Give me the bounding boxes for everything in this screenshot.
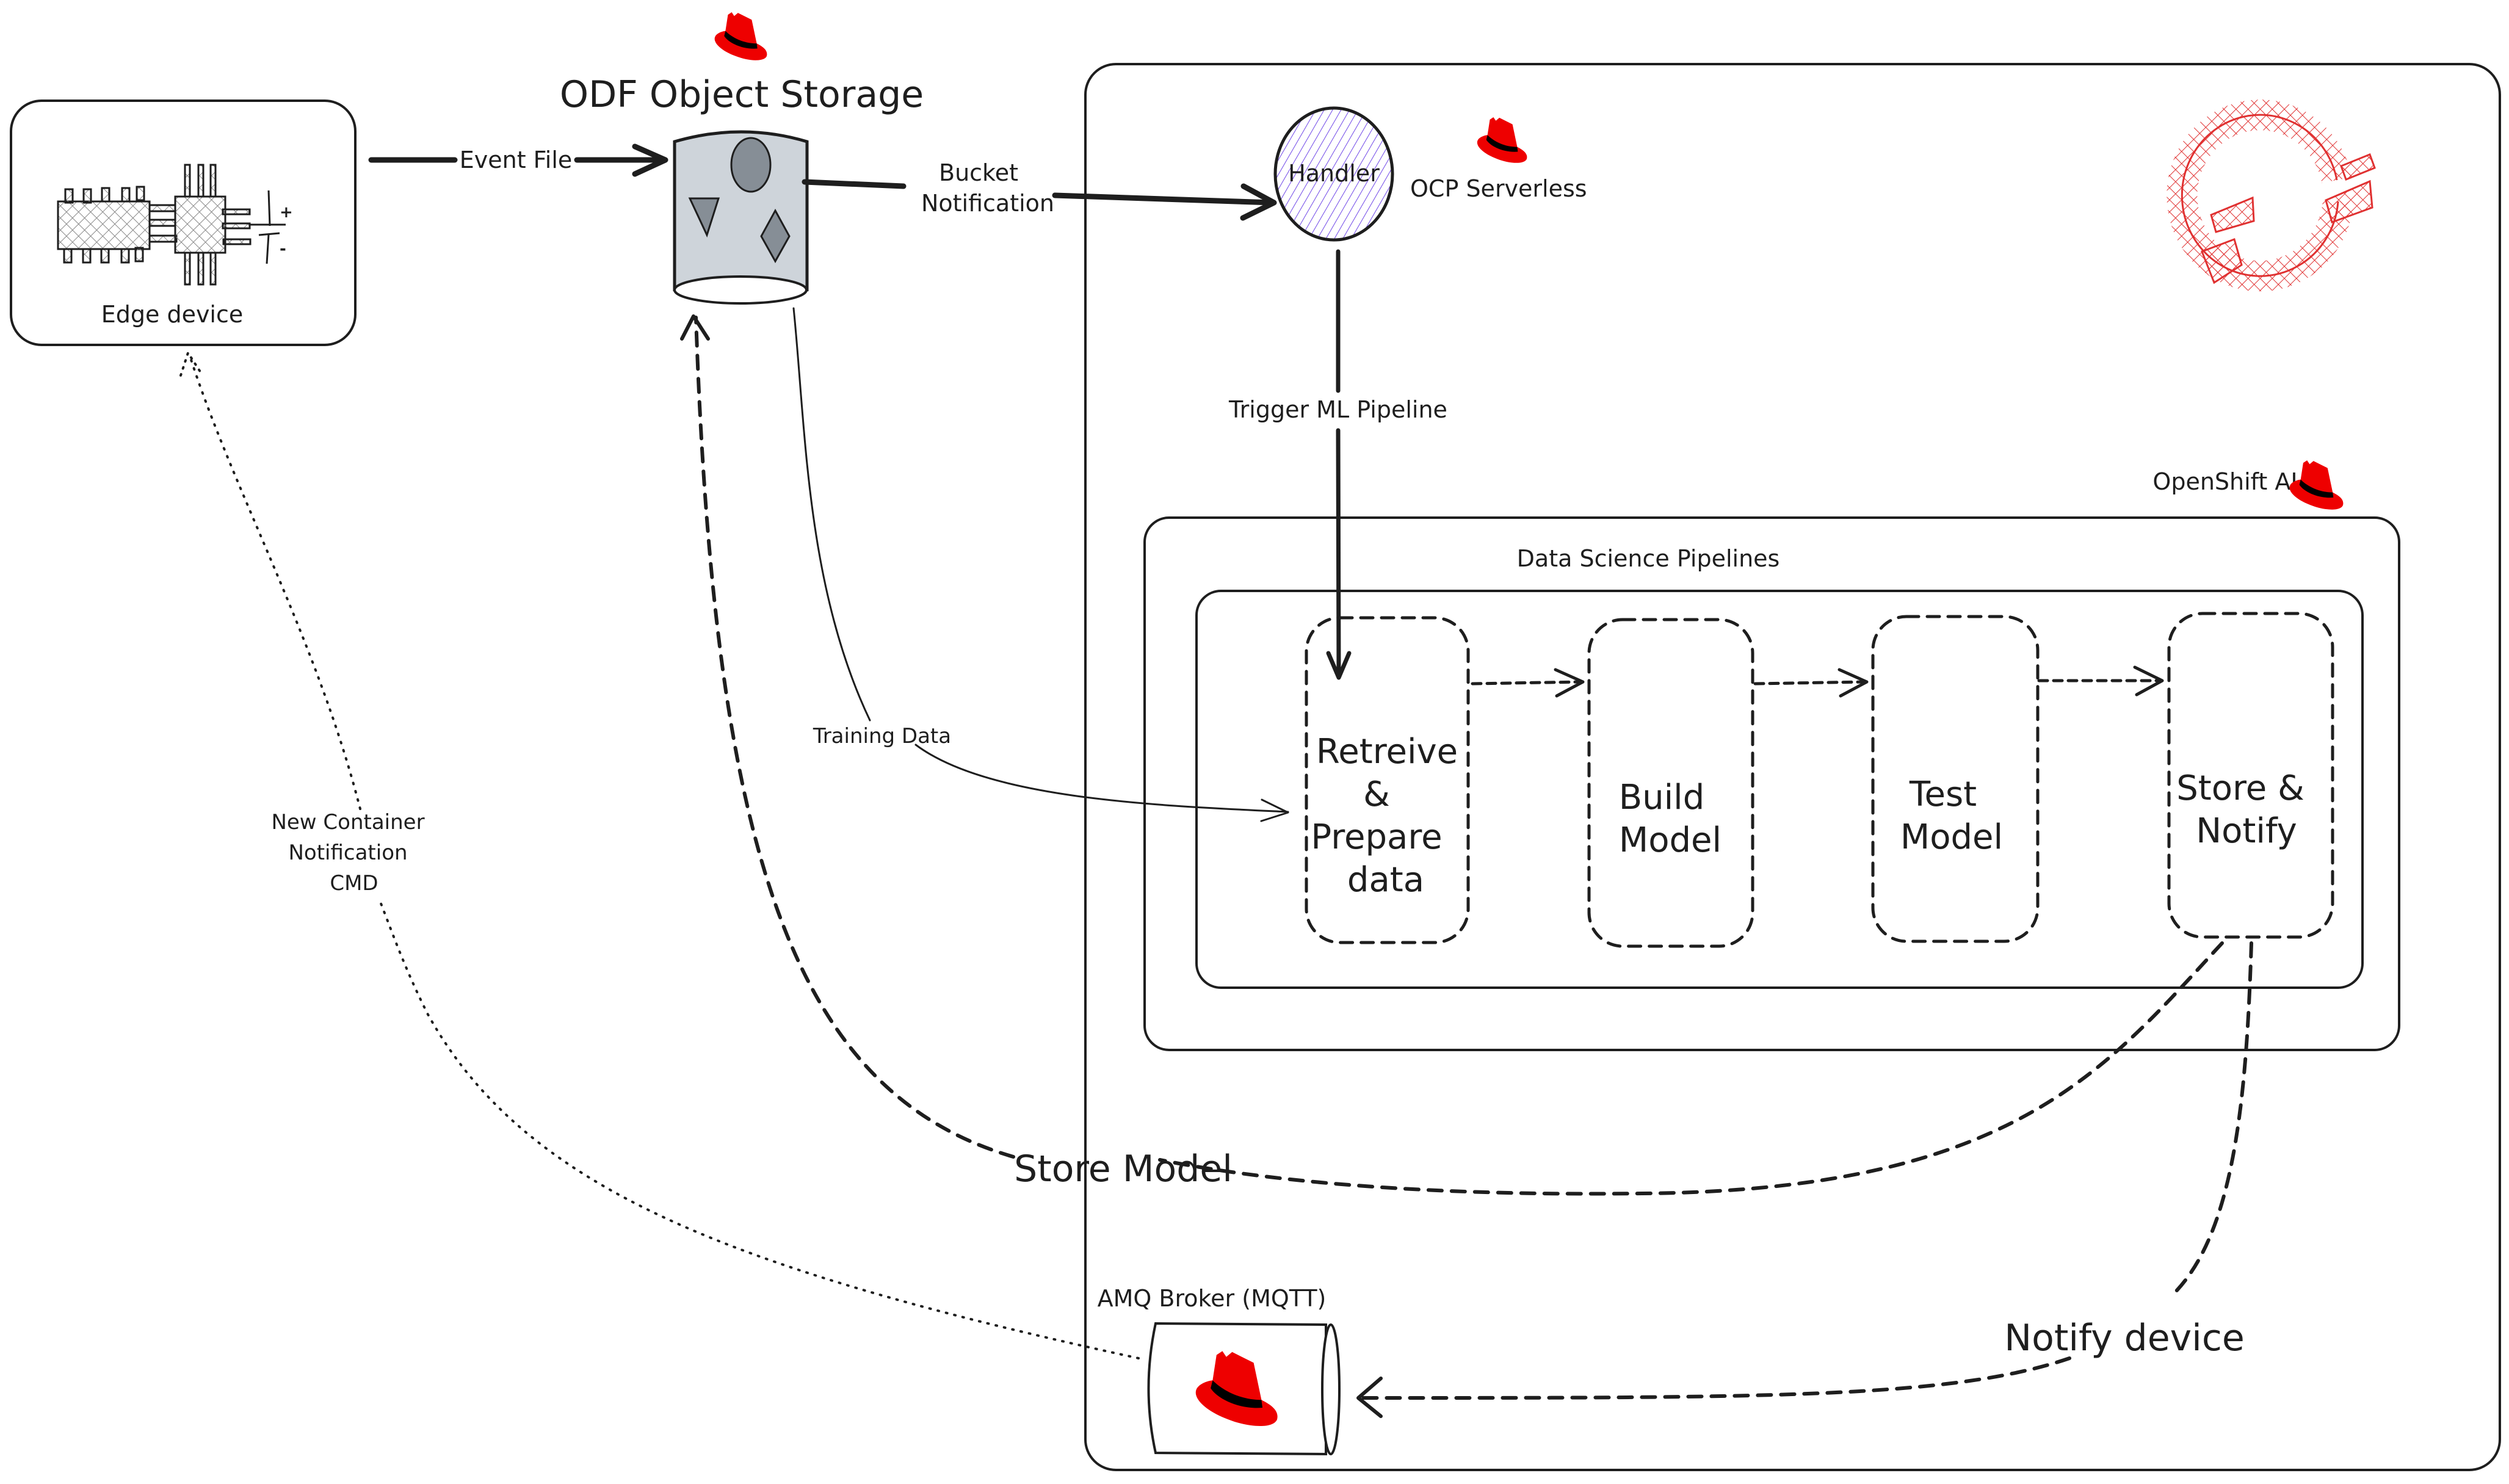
amq-broker-label: AMQ Broker (MQTT) <box>1098 1285 1327 1312</box>
pipeline-step-retrieve-prepare[interactable]: Retreive & Prepare data <box>1305 616 1470 944</box>
handler-label: Handler <box>1288 160 1380 187</box>
redhat-hat-icon <box>2289 460 2344 510</box>
ocp-serverless-label: OCP Serverless <box>1410 175 1587 202</box>
svg-text:Model: Model <box>1619 820 1722 860</box>
step-edge-retrieve-build <box>1471 668 1585 698</box>
pipeline-step-build-model[interactable]: Build Model <box>1587 618 1754 948</box>
bucket-notification-edge[interactable]: Bucket Notification <box>802 159 1277 221</box>
circuit-board-icon: + - <box>57 164 293 286</box>
notify-device-label: Notify device <box>2004 1317 2245 1359</box>
openshift-ai-container <box>1143 516 2400 1051</box>
bucket-notification-label-line2: Notification <box>921 190 1054 217</box>
event-file-label: Event File <box>460 147 573 173</box>
redhat-hat-icon <box>1477 117 1527 163</box>
trigger-ml-pipeline-label: Trigger ML Pipeline <box>1228 396 1447 423</box>
step-edge-test-store <box>2037 665 2164 697</box>
data-science-pipelines-label: Data Science Pipelines <box>1517 545 1780 572</box>
training-data-label: Training Data <box>813 724 951 748</box>
odf-object-storage-node[interactable]: ODF Object Storage <box>560 12 924 305</box>
svg-text:+: + <box>280 203 293 222</box>
notify-device-edge[interactable]: Notify device <box>1356 941 2253 1418</box>
amq-broker-node[interactable]: AMQ Broker (MQTT) <box>1098 1285 1341 1456</box>
svg-text:data: data <box>1347 860 1424 900</box>
pipeline-step-store-notify[interactable]: Store & Notify <box>2167 612 2334 939</box>
odf-title: ODF Object Storage <box>560 73 924 116</box>
edge-device-label: Edge device <box>101 301 244 328</box>
svg-text:Retreive: Retreive <box>1316 732 1458 772</box>
bucket-notification-label-line1: Bucket <box>939 159 1018 186</box>
openshift-ai-label: OpenShift AI <box>2152 468 2297 495</box>
edge-device-box <box>10 100 357 346</box>
new-container-label-line2: Notification <box>288 841 407 865</box>
ocp-cluster-container <box>1084 63 2501 1471</box>
pipeline-step-test-model[interactable]: Test Model <box>1871 615 2040 943</box>
pipelines-container <box>1195 590 2364 989</box>
trigger-ml-pipeline-edge[interactable]: Trigger ML Pipeline <box>1228 249 1447 680</box>
new-container-notification-edge[interactable]: New Container Notification CMD <box>179 352 1140 1359</box>
store-model-edge[interactable]: Store Model <box>680 314 2224 1196</box>
edge-device-node[interactable]: + - Edge device <box>10 100 357 346</box>
store-model-label: Store Model <box>1014 1148 1233 1190</box>
svg-text:Store &: Store & <box>2176 769 2304 808</box>
openshift-logo-icon <box>2167 100 2376 292</box>
redhat-hat-icon <box>714 12 767 60</box>
svg-text:Build: Build <box>1619 778 1705 817</box>
svg-text:Notify: Notify <box>2196 811 2297 851</box>
event-file-edge[interactable]: Event File <box>368 143 668 177</box>
svg-text:Model: Model <box>1900 817 2003 857</box>
handler-node[interactable]: Handler <box>1273 106 1394 242</box>
new-container-label-line1: New Container <box>271 810 424 834</box>
step-edge-build-test <box>1753 668 1869 698</box>
svg-text:&: & <box>1363 775 1390 814</box>
svg-text:Test: Test <box>1909 775 1977 814</box>
new-container-label-line3: CMD <box>330 871 378 896</box>
svg-text:Prepare: Prepare <box>1311 817 1442 857</box>
training-data-edge[interactable]: Training Data <box>792 307 1289 822</box>
object-storage-cylinder-icon <box>673 130 809 305</box>
svg-text:-: - <box>280 240 286 258</box>
